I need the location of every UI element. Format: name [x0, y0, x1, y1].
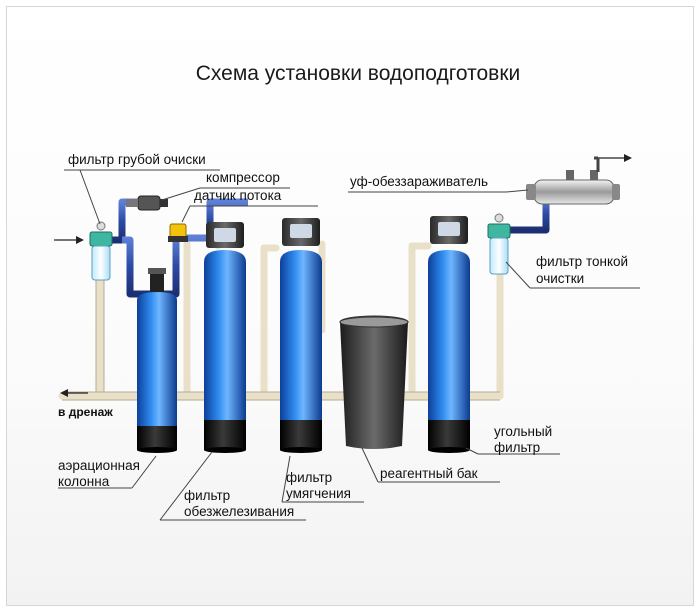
outlet-arrow: [594, 154, 632, 162]
drain-pipes: [58, 234, 504, 400]
label-compressor: компрессор: [206, 170, 280, 185]
drain-label: в дренаж: [58, 405, 113, 419]
label-aeration-line2: колонна: [58, 474, 110, 489]
label-uv-sterilizer: уф-обеззараживатель: [350, 174, 488, 189]
fine-filter: [487, 213, 511, 275]
flow-sensor: [168, 223, 188, 242]
diagram-frame: [6, 6, 694, 606]
diagram-title: Схема установки водоподготовки: [196, 62, 521, 85]
leader-lines: [58, 169, 640, 521]
label-fine-filter-line2: очистки: [536, 271, 584, 286]
label-carbon-line1: угольный: [494, 424, 552, 439]
label-fine-filter-line1: фильтр тонкой: [536, 254, 628, 269]
aeration-column: [137, 268, 177, 453]
iron-removal-filter: [204, 222, 246, 453]
label-softener-line2: умягчения: [286, 486, 351, 501]
label-brine-tank: реагентный бак: [380, 466, 478, 481]
compressor: [126, 195, 168, 211]
drain-arrow: [60, 389, 88, 397]
brine-tank: [339, 315, 409, 449]
label-coarse-filter: фильтр грубой очиски: [68, 152, 206, 167]
label-flow-sensor: датчик потока: [194, 188, 282, 203]
uv-sterilizer: [526, 156, 620, 205]
label-softener-line1: фильтр: [286, 470, 332, 485]
coarse-filter: [89, 221, 113, 281]
label-iron-line2: обезжелезивания: [184, 504, 294, 519]
label-aeration-line1: аэрационная: [58, 458, 140, 473]
inlet-arrow: [54, 236, 84, 244]
softener-filter: [280, 218, 322, 453]
label-iron-line1: фильтр: [184, 488, 230, 503]
label-carbon-line2: фильтр: [494, 440, 540, 455]
carbon-filter: [428, 216, 470, 453]
